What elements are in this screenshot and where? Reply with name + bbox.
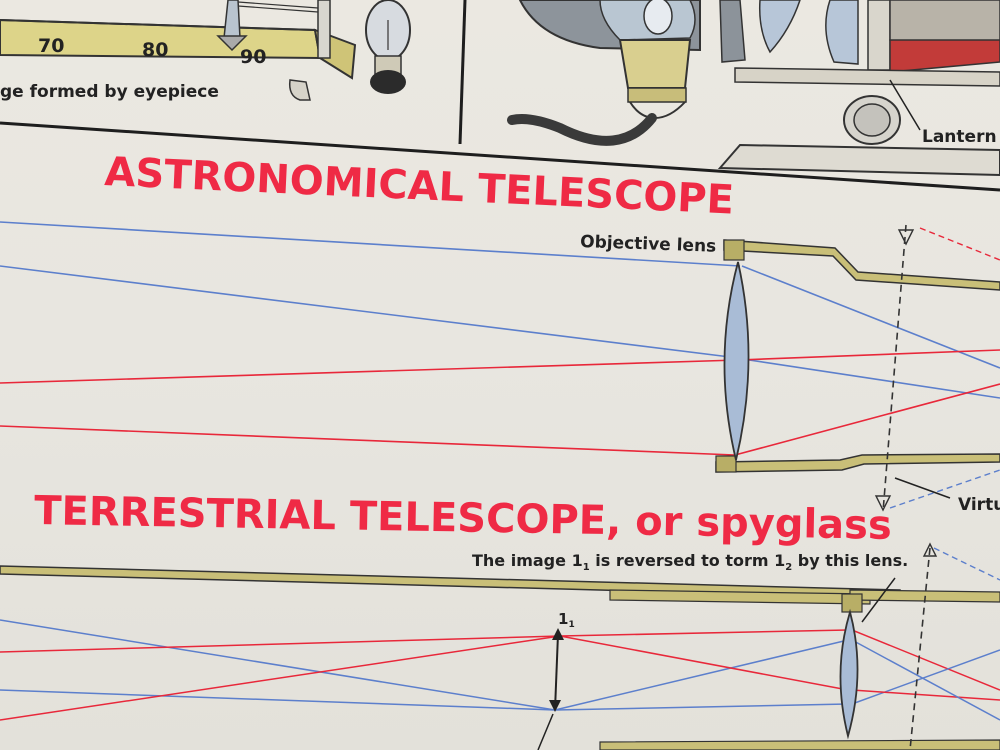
- reversal-note: The image 11 is reversed to torm 12 by t…: [472, 551, 908, 573]
- astronomical-telescope-title: ASTRONOMICAL TELESCOPE: [104, 149, 735, 224]
- eyepiece-caption: ge formed by eyepiece: [0, 82, 219, 102]
- lantern-caption: Lantern s: [922, 127, 1000, 147]
- panel-divider-line: [458, 0, 467, 145]
- top-divider-line: [0, 121, 1000, 192]
- scale-tick-70: 70: [38, 35, 64, 57]
- erecting-lens: [839, 608, 859, 740]
- image-i1-arrow: [537, 628, 564, 750]
- optical-bench: [0, 0, 411, 101]
- magic-lantern: [507, 0, 1000, 177]
- astronomical-tube: [715, 239, 1000, 473]
- erecting-lens-pointer: [861, 577, 896, 623]
- astronomical-rays: [0, 221, 1000, 456]
- image-arrows-right: [874, 224, 1000, 513]
- scale-tick-90: 90: [240, 46, 266, 68]
- objective-lens: [723, 261, 750, 461]
- objective-lens-label: Objective lens: [580, 232, 717, 257]
- terrestrial-rays: [0, 619, 1000, 721]
- scale-tick-80: 80: [142, 39, 168, 61]
- image-i2-arrow: [909, 542, 1000, 750]
- virtual-image-label: Virtu: [958, 495, 1000, 515]
- terrestrial-telescope-title: TERRESTRIAL TELESCOPE, or spyglass: [34, 488, 892, 549]
- image-i1-label: 11: [558, 610, 575, 630]
